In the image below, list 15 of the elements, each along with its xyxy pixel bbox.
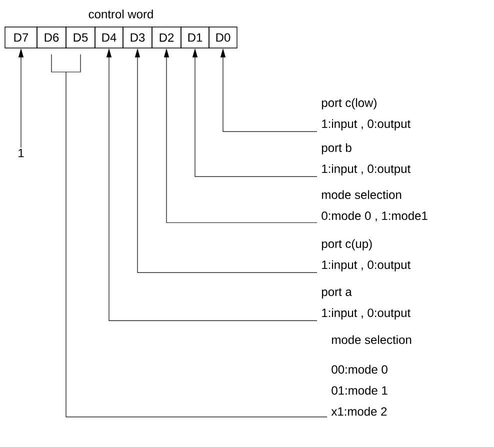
register-cell: D4 xyxy=(94,26,124,48)
register-cell: D3 xyxy=(122,26,152,48)
description-text: port a 1:input , 0:output xyxy=(322,288,410,320)
register-cell: D1 xyxy=(180,26,210,48)
bracket-line xyxy=(51,54,328,418)
heading: control word xyxy=(88,10,153,18)
register-cell: D0 xyxy=(208,26,238,48)
register-cell: D7 xyxy=(4,26,38,48)
register-cell: D5 xyxy=(66,26,96,48)
register-cell: D2 xyxy=(152,26,182,48)
description-text: mode selection 00:mode 0 01:mode 1 x1:mode 2 xyxy=(331,335,412,416)
description-text: mode selection 0:mode 0 , 1:mode1 xyxy=(322,190,428,222)
bit-value: 1 xyxy=(18,148,24,158)
description-text: port c(up) 1:input , 0:output xyxy=(322,239,410,272)
register-cell: D6 xyxy=(36,26,66,48)
